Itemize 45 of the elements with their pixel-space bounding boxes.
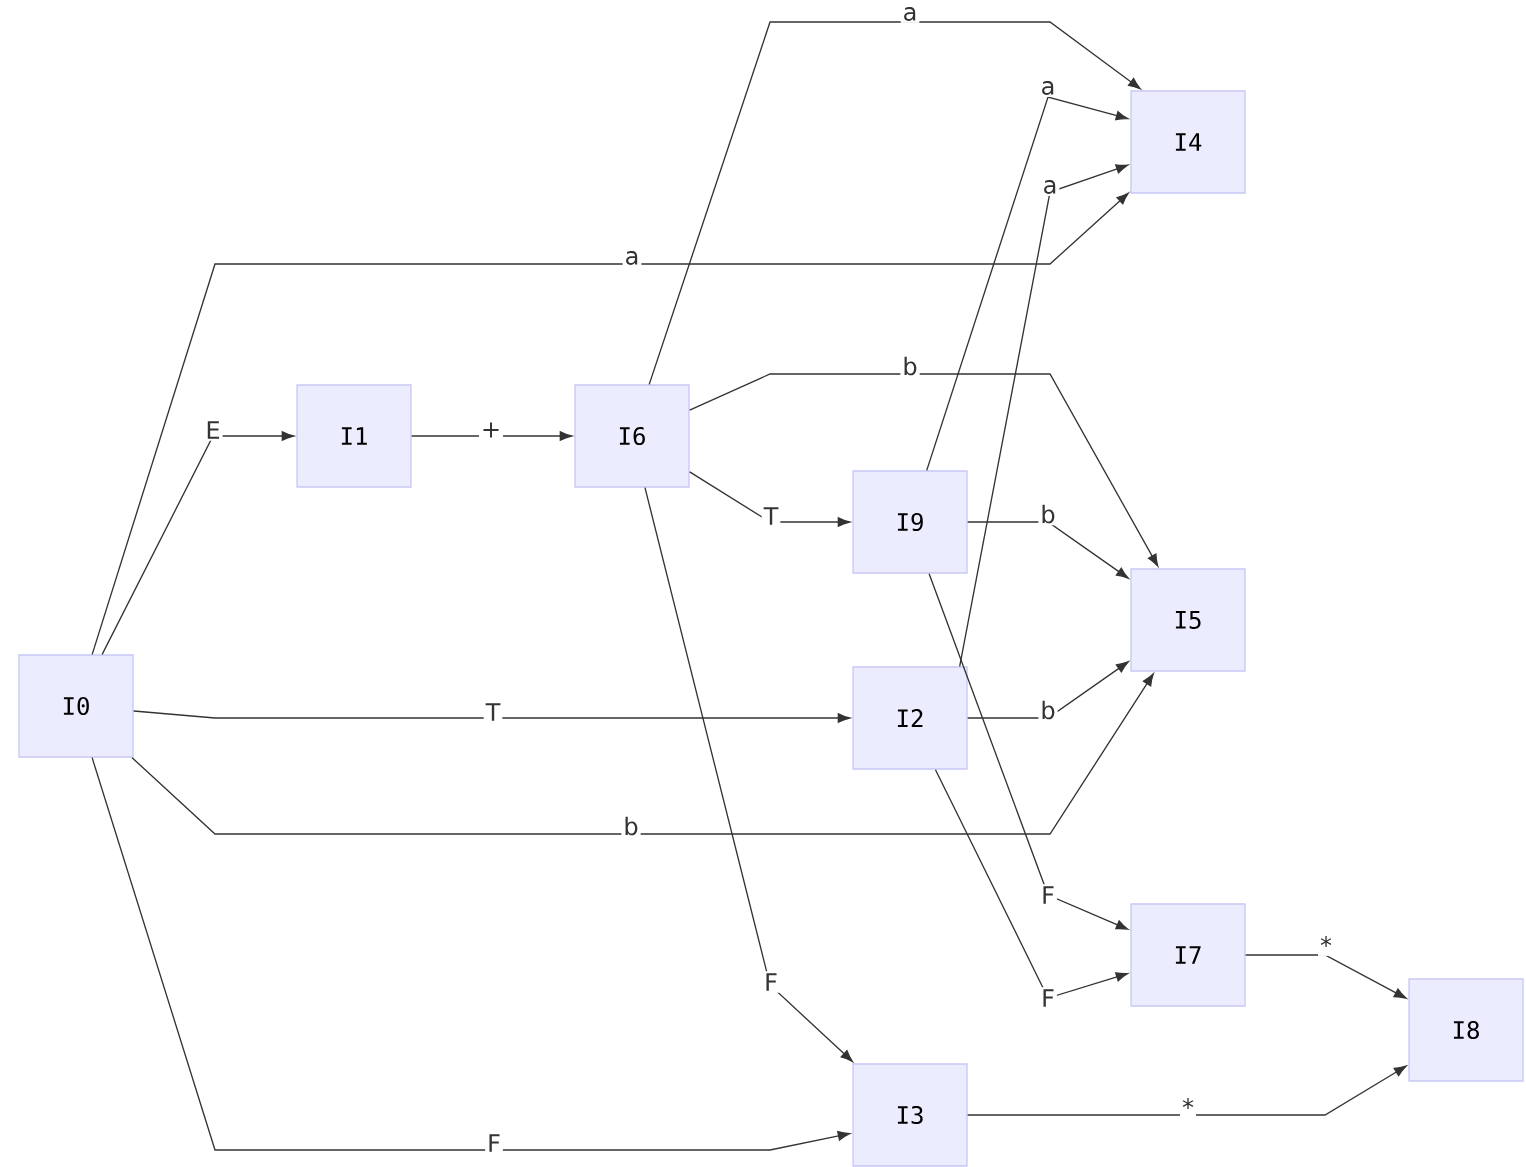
arrow: [926, 96, 1129, 471]
edge-label: a: [1040, 178, 1060, 196]
edge-label: a: [622, 249, 642, 267]
arrow: [967, 521, 1129, 579]
edge-label: b: [1038, 502, 1058, 526]
state-box: I9: [852, 470, 968, 574]
arrow: [644, 487, 853, 1063]
edge-label: b: [900, 354, 920, 378]
arrow: [928, 573, 1129, 930]
edge-label: T: [761, 505, 781, 527]
arrow: [934, 769, 1129, 999]
edge-label: b: [1038, 698, 1058, 722]
state-box: I5: [1130, 568, 1246, 672]
edge-label: E: [203, 419, 223, 441]
arrow: [689, 471, 851, 527]
arrow: [91, 192, 1129, 655]
state-box: I3: [852, 1063, 968, 1167]
state-box: I4: [1130, 90, 1246, 194]
state-box: I2: [852, 666, 968, 770]
arrow: [967, 1065, 1407, 1116]
arrow: [101, 431, 295, 655]
state-box: I8: [1408, 978, 1524, 1082]
edge-label: F: [1039, 884, 1057, 906]
edge-label: b: [621, 814, 641, 838]
arrow: [689, 373, 1159, 567]
arrow: [131, 673, 1154, 835]
arrow: [959, 164, 1129, 667]
state-box: I0: [18, 654, 134, 758]
arrow: [1245, 954, 1407, 999]
arrow: [133, 710, 851, 723]
state-box: I7: [1130, 903, 1246, 1007]
state-box: I1: [296, 384, 412, 488]
edge-label: *: [1180, 1096, 1196, 1118]
edge-label: +: [478, 420, 504, 440]
edge-label: F: [485, 1132, 503, 1154]
edge-label: a: [900, 5, 920, 23]
edge-label: F: [1039, 987, 1057, 1009]
state-box: I6: [574, 384, 690, 488]
edge-label: F: [762, 971, 780, 993]
arrow: [648, 21, 1141, 385]
edge-label: T: [483, 701, 503, 723]
edge-label: a: [1038, 79, 1058, 97]
arrow: [91, 757, 851, 1151]
edge-label: *: [1318, 934, 1334, 956]
arrow: [967, 661, 1129, 719]
